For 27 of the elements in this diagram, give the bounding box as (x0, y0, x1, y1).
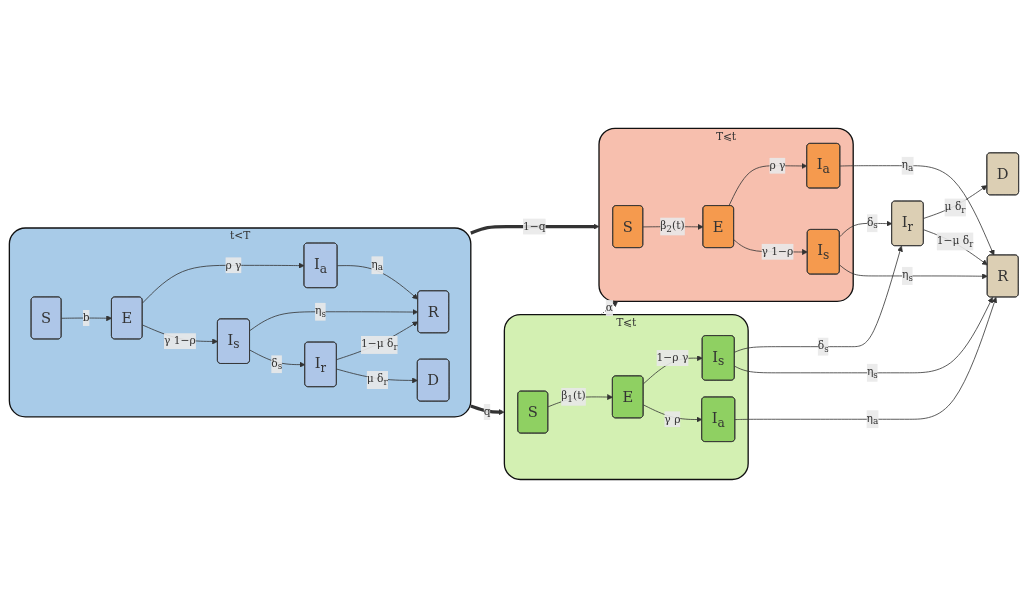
arrow (470, 404, 505, 415)
edge-label: ρ γ (769, 158, 786, 172)
edge-label: β$_{1}$(t) (561, 388, 586, 404)
edge-label: α (605, 300, 613, 314)
arrow (470, 223, 600, 235)
edge-label: γ 1−ρ (163, 334, 196, 347)
edge-label: 1−q (523, 219, 546, 233)
edge-label: γ ρ (664, 412, 681, 425)
edge-label: μ δ$_{r}$ (944, 199, 966, 215)
edge-label: η$_{s}$ (901, 267, 913, 283)
edge-label: η$_{s}$ (315, 303, 327, 319)
edge-label: δ$_{s}$ (817, 338, 829, 354)
edge-label: β$_{2}$(t) (660, 218, 685, 234)
edge-label: η$_{a}$ (371, 257, 384, 273)
edge-label: b (82, 310, 90, 324)
edge-label: 1−ρ γ (656, 350, 689, 364)
edge-label: 1−μ δ$_{r}$ (360, 336, 398, 352)
edge-label: η$_{a}$ (866, 411, 879, 426)
edge-label: δ$_{s}$ (866, 215, 878, 231)
edge-label: 1−μ δ$_{r}$ (936, 233, 974, 249)
edge-label: γ 1−ρ (761, 244, 794, 258)
edge-label: η$_{a}$ (901, 157, 914, 173)
edge-label: ρ γ (225, 258, 242, 271)
edge-label: η$_{s}$ (866, 364, 878, 380)
edge-label: δ$_{s}$ (271, 356, 283, 372)
edge-label: q (483, 404, 491, 418)
edge-label: μ δ$_{r}$ (366, 371, 388, 387)
